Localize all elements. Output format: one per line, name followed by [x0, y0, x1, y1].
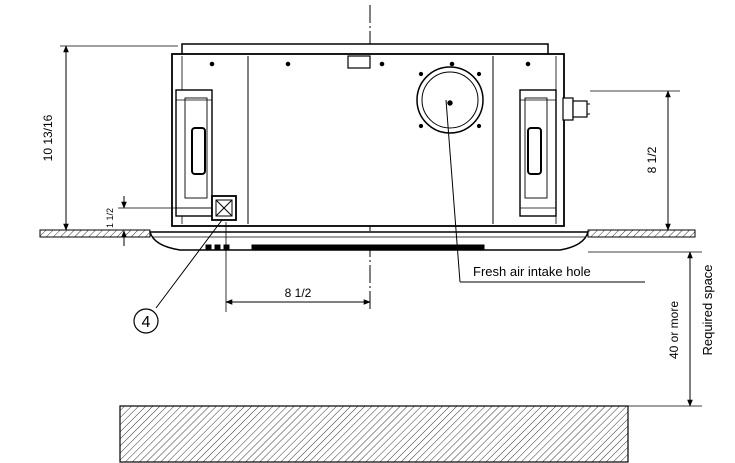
- fresh-air-knockout: [416, 66, 484, 134]
- marker-leader: [155, 219, 223, 309]
- offset-dimension: [118, 196, 212, 246]
- clearance-label: 40 or more: [667, 301, 681, 359]
- total-height-dimension: [60, 45, 178, 231]
- right-hanging-bracket: [519, 89, 557, 217]
- side-height-label: 8 1/2: [645, 146, 659, 173]
- ceiling-right: [587, 229, 696, 238]
- ceiling-left: [39, 229, 151, 238]
- marker-circle: [133, 308, 159, 334]
- fresh-air-callout-label: Fresh air intake hole: [473, 264, 591, 279]
- clearance-dimension: [588, 251, 702, 407]
- decoration-panel: [149, 231, 589, 251]
- drain-box: [211, 195, 237, 221]
- left-hanging-bracket: [175, 89, 213, 217]
- fresh-air-callout-line: [445, 99, 645, 283]
- offset-label: 1 1/2: [105, 208, 115, 228]
- marker-number: 4: [142, 314, 151, 331]
- pipe-connection: [562, 97, 590, 121]
- horizontal-label: 8 1/2: [285, 286, 312, 300]
- floor-obstacle: [119, 405, 629, 463]
- required-space-label: Required space: [700, 264, 715, 355]
- total-height-label: 10 13/16: [41, 114, 55, 161]
- horizontal-dimension: [225, 222, 371, 312]
- side-height-dimension: [590, 90, 680, 231]
- indoor-unit-body: [171, 43, 565, 227]
